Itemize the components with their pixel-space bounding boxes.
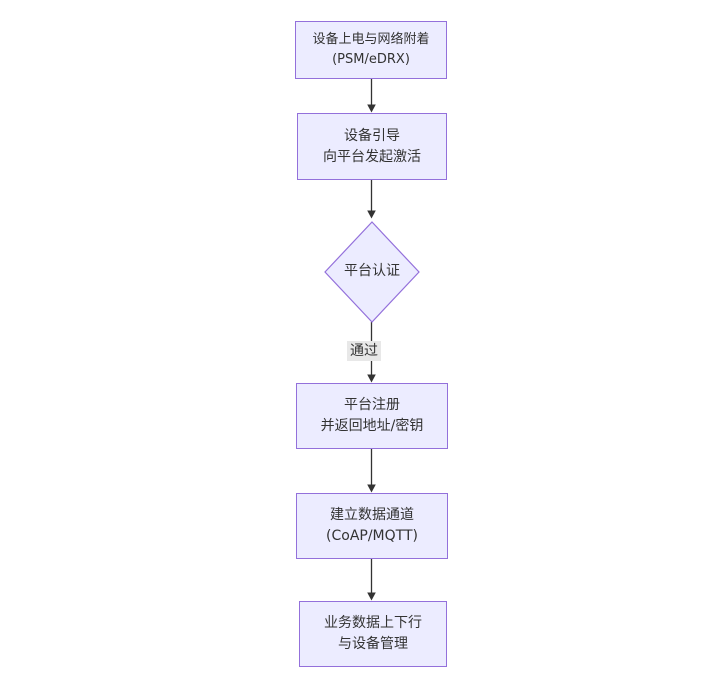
edge-power-to-bootstrap	[367, 79, 376, 113]
node-label-line: 并返回地址/密钥	[320, 418, 424, 434]
edge-register-to-channel	[367, 449, 376, 493]
node-business-data: 业务数据上下行 与设备管理	[299, 601, 447, 667]
edge-channel-to-business	[367, 559, 376, 601]
node-label-line: 平台注册	[344, 397, 400, 413]
node-label-line: (CoAP/MQTT)	[326, 528, 418, 544]
node-label-line: 与设备管理	[338, 636, 408, 652]
edge-bootstrap-to-auth	[367, 180, 376, 219]
arrowhead-icon	[367, 374, 376, 383]
node-bootstrap: 设备引导 向平台发起激活	[297, 113, 447, 180]
arrowhead-icon	[367, 104, 376, 113]
arrowhead-icon	[367, 592, 376, 601]
edge-label-pass: 通过	[347, 341, 381, 361]
arrowhead-icon	[367, 210, 376, 219]
node-label-line: 向平台发起激活	[323, 148, 421, 165]
node-label-line: 建立数据通道	[330, 507, 414, 523]
node-data-channel: 建立数据通道 (CoAP/MQTT)	[296, 493, 448, 559]
node-register: 平台注册 并返回地址/密钥	[296, 383, 448, 449]
node-label-line: 业务数据上下行	[324, 615, 422, 631]
node-label-line: 设备引导	[344, 127, 400, 144]
node-auth-decision-shape	[324, 221, 420, 323]
node-power-attach: 设备上电与网络附着 (PSM/eDRX)	[295, 21, 447, 79]
node-label-line: (PSM/eDRX)	[332, 52, 410, 67]
arrowhead-icon	[367, 484, 376, 493]
node-label-line: 设备上电与网络附着	[312, 32, 430, 47]
node-auth-decision-label: 平台认证	[344, 263, 400, 279]
